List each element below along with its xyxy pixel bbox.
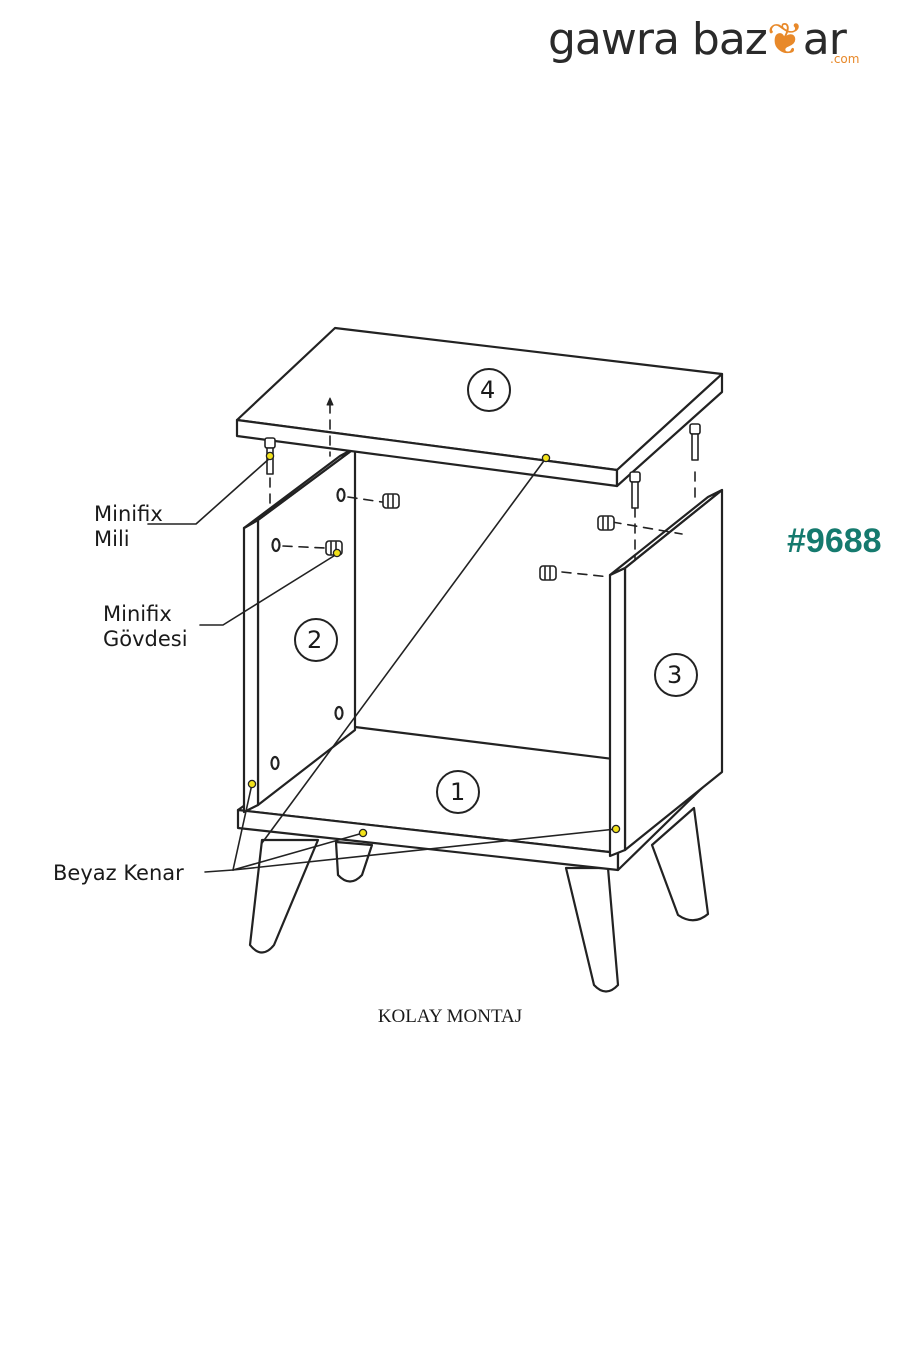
- left-panel-holes: [270, 487, 346, 771]
- leg-back-left: [334, 840, 374, 883]
- minifix-shaft-icon: [689, 423, 701, 461]
- part-circle-1: [436, 770, 480, 814]
- left-panel-edge: [242, 518, 260, 814]
- minifix-shaft-icon: [629, 471, 641, 509]
- caption: KOLAY MONTAJ: [377, 1006, 523, 1027]
- part-number-1: 1: [450, 778, 466, 806]
- part-circle-3: [654, 653, 698, 697]
- guide-lines: [269, 403, 696, 578]
- label-beyaz-kenar: Beyaz Kenar: [53, 861, 184, 885]
- leg-front-right: [564, 866, 620, 993]
- minifix-shafts: [264, 423, 701, 509]
- minifix-body-icon: [597, 515, 615, 531]
- part-circle-4: [467, 368, 511, 412]
- top-panel-side-edge: [615, 372, 724, 488]
- part-circle-2: [294, 618, 338, 662]
- leg-back-right: [650, 806, 710, 922]
- legs: [248, 806, 710, 993]
- right-panel-top: [608, 488, 724, 577]
- arrow-up-icon: [326, 397, 334, 406]
- part-number-3: 3: [667, 661, 683, 689]
- minifix-body-icon: [382, 493, 400, 509]
- leader-lines: [147, 457, 617, 873]
- marker-dots: [247, 451, 621, 838]
- logo-domain: .com: [830, 52, 860, 66]
- part-circles: [294, 368, 698, 814]
- leg-front-left: [248, 838, 320, 954]
- label-minifix-govdesi-line1: Minifix: [103, 602, 172, 626]
- minifix-bodies: [325, 493, 615, 581]
- logo-wordmark: gawra baz❦ar: [548, 14, 847, 65]
- brand-logo: gawra baz❦ar .com: [548, 8, 878, 68]
- part-number-4: 4: [480, 376, 496, 404]
- label-minifix-govdesi-line2: Gövdesi: [103, 627, 188, 651]
- part-number-2: 2: [307, 626, 323, 654]
- product-code: #9688: [787, 522, 882, 560]
- minifix-body-icon: [539, 565, 557, 581]
- label-minifix-mili-line2: Mili: [94, 527, 130, 551]
- right-panel-edge: [608, 566, 627, 858]
- label-minifix-mili-line1: Minifix: [94, 502, 163, 526]
